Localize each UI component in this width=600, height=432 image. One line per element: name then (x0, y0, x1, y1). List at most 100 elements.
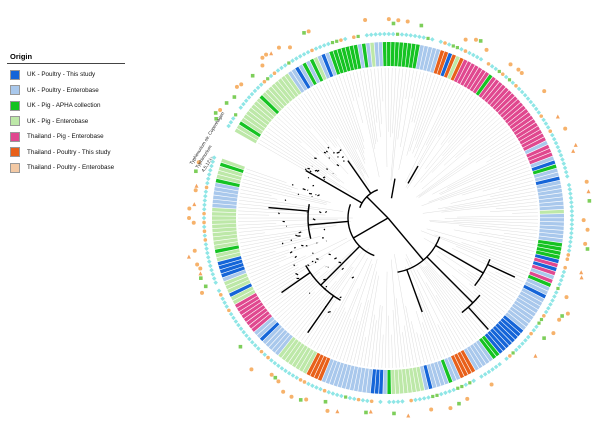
tree-spoke (298, 266, 352, 339)
marker-diamond (272, 360, 278, 366)
marker-diamond (493, 66, 499, 72)
origin-bar (450, 57, 464, 81)
tree-spoke (437, 324, 452, 354)
origin-bar (329, 50, 341, 75)
tree-tip (309, 170, 312, 173)
tree-spoke (267, 127, 340, 182)
origin-bar (419, 45, 429, 70)
tree-spoke (413, 73, 428, 123)
origin-bar (444, 358, 457, 382)
marker-diamond (255, 85, 261, 91)
marker-diamond (557, 282, 562, 287)
tree-spoke (436, 255, 507, 310)
tree-spoke (441, 201, 538, 213)
tree-spoke (390, 68, 393, 138)
tree-spoke (475, 272, 516, 298)
tree-tip (293, 264, 296, 267)
tree-spoke (381, 68, 384, 102)
tree-spoke (458, 225, 538, 235)
marker-dot (266, 355, 270, 360)
tree-spoke (287, 260, 350, 330)
marker-dot (260, 55, 265, 60)
tree-tip (295, 234, 298, 237)
origin-bar (219, 263, 244, 274)
marker-diamond (204, 246, 209, 251)
marker-dot (542, 313, 546, 318)
tree-spoke (407, 92, 471, 189)
origin-bar (513, 119, 536, 136)
origin-bar (538, 232, 564, 239)
tree-spoke (435, 294, 468, 346)
legend-item: Thailand - Poultry - This study (7, 145, 125, 161)
origin-bar (538, 197, 564, 204)
marker-diamond (226, 123, 231, 129)
origin-bar (539, 213, 564, 218)
legend-swatch (10, 147, 20, 158)
marker-diamond (249, 339, 255, 345)
marker-diamond (504, 356, 509, 362)
origin-bar (478, 76, 496, 98)
origin-bar (325, 360, 338, 384)
origin-bar (405, 43, 412, 68)
marker-diamond (365, 398, 370, 404)
origin-bar (353, 367, 362, 392)
marker-diamond (258, 82, 264, 87)
origin-bar (230, 286, 254, 301)
tree-spoke (313, 307, 337, 349)
marker-diamond (558, 153, 564, 158)
origin-bar (370, 369, 377, 394)
origin-bar (466, 67, 483, 90)
marker-dot (565, 257, 570, 261)
marker-diamond (222, 300, 227, 305)
origin-bar (358, 367, 366, 393)
marker-dot (276, 45, 281, 50)
tree-spoke (469, 283, 505, 313)
origin-bar (430, 48, 441, 73)
marker-dot (539, 114, 544, 118)
tree-spoke (397, 69, 407, 140)
tree-tip (339, 149, 342, 152)
origin-bar (492, 90, 512, 110)
tree-spoke (279, 114, 319, 152)
marker-triangle (573, 142, 578, 147)
marker-square (335, 39, 339, 43)
tree-spoke (339, 263, 373, 361)
origin-bar (539, 225, 564, 231)
marker-dot (508, 62, 513, 67)
tree-spoke (349, 72, 364, 124)
marker-dot (202, 211, 206, 216)
tree-spoke (391, 259, 400, 368)
origin-ring (212, 42, 564, 394)
marker-dot (463, 49, 468, 53)
marker-diamond (236, 322, 241, 328)
origin-bar (256, 98, 277, 117)
origin-bar (447, 55, 460, 80)
tree-spoke (239, 232, 266, 237)
origin-bar (271, 332, 291, 353)
tree-tip (291, 184, 294, 186)
origin-bar (475, 74, 493, 96)
marker-diamond (551, 136, 557, 142)
marker-diamond (493, 364, 499, 370)
marker-diamond (378, 399, 383, 405)
tree-tip (323, 228, 326, 231)
tree-branch (390, 178, 396, 199)
tree-spoke (445, 94, 474, 134)
marker-square (287, 61, 291, 65)
tree-spoke (423, 266, 477, 340)
marker-triangle (368, 409, 373, 414)
origin-bar (248, 107, 270, 126)
tree-spoke (411, 72, 425, 123)
marker-triangle (335, 409, 340, 414)
origin-bar (265, 327, 285, 348)
marker-square (238, 344, 243, 349)
origin-bar (539, 205, 564, 211)
tree-branch (461, 294, 481, 314)
origin-bar (265, 89, 285, 109)
marker-diamond (252, 88, 258, 94)
origin-bar (268, 329, 288, 350)
tree-spoke (488, 271, 521, 289)
origin-bar (321, 53, 334, 78)
marker-diamond (553, 140, 559, 146)
